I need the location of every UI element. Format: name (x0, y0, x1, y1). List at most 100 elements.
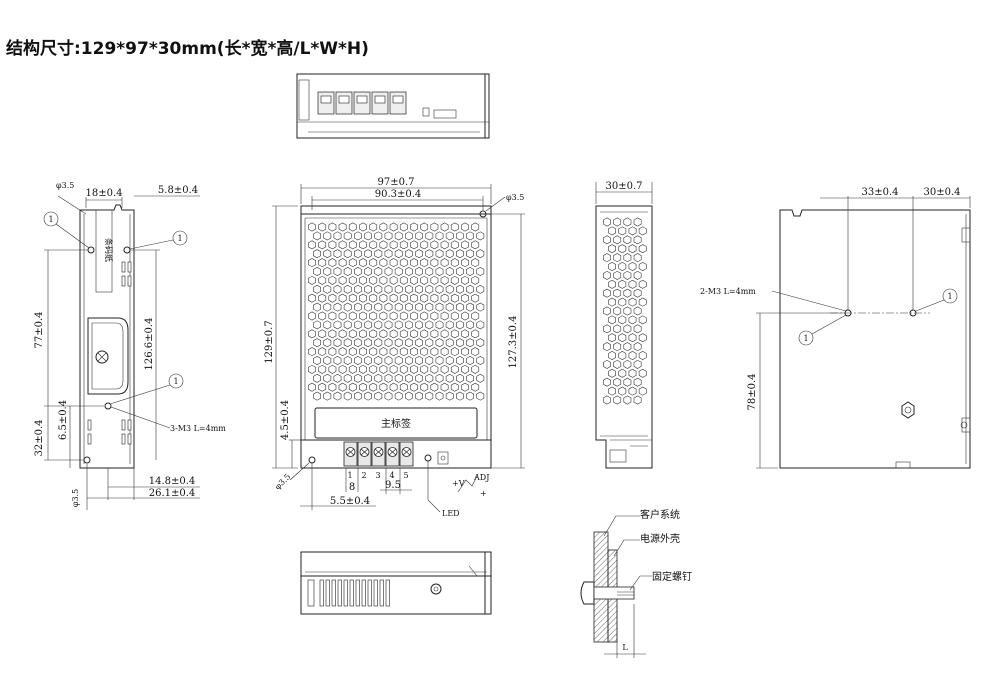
side-vent-hole (623, 395, 632, 405)
side-vent-hole (638, 262, 647, 271)
bottom-slot (349, 579, 354, 607)
vent-slot (127, 419, 132, 431)
vent-hole (466, 231, 475, 241)
vent-hole (461, 347, 469, 357)
vent-hole (415, 302, 424, 312)
vent-hole (450, 329, 459, 339)
vent-hole (364, 320, 373, 330)
side-vent-hole (618, 279, 627, 289)
vent-hole (364, 302, 373, 312)
side-vent-hole (623, 306, 632, 316)
vent-hole (364, 249, 373, 259)
vent-hole (369, 311, 378, 321)
vent-hole (394, 338, 403, 348)
side-vent-hole (613, 342, 622, 352)
side-vent-hole (628, 333, 637, 343)
vent-hole (328, 222, 337, 232)
vent-hole (455, 284, 464, 294)
dim-33: 33±0.4 (861, 187, 898, 198)
vent-hole (379, 258, 388, 268)
vent-hole (430, 364, 439, 374)
terminal-block (343, 441, 414, 467)
terminal-screw-slot (388, 448, 397, 456)
vent-hole (308, 240, 316, 250)
vent-hole (461, 382, 469, 392)
vent-slot (87, 419, 92, 431)
vent-hole (328, 329, 337, 339)
side-vent-hole (603, 377, 611, 387)
vent-hole (415, 231, 424, 241)
side-vent-hole (628, 262, 637, 271)
vent-hole (471, 329, 480, 339)
vent-hole (399, 382, 408, 392)
vent-hole (440, 275, 449, 285)
ventilation-holes (308, 222, 485, 401)
vent-hole (399, 258, 408, 268)
plus-v-label: +V (452, 479, 465, 488)
dim-90-3: 90.3±0.4 (375, 189, 422, 200)
vent-hole (369, 293, 378, 303)
vent-hole (445, 284, 454, 294)
vent-hole (318, 311, 327, 321)
vent-slot (87, 433, 92, 445)
vent-hole (471, 240, 480, 250)
vent-hole (450, 364, 459, 374)
side-vent-hole (633, 395, 642, 405)
vent-hole (476, 249, 485, 259)
main-label: 主标签 (381, 417, 411, 430)
vent-hole (353, 320, 362, 330)
vent-hole (461, 222, 469, 232)
side-vent-hole (633, 270, 642, 280)
vent-hole (399, 240, 408, 250)
vent-hole (338, 240, 347, 250)
side-vent-hole (608, 279, 617, 289)
vent-hole (420, 364, 429, 374)
side-vent-hole (603, 359, 611, 369)
vent-hole (455, 373, 464, 383)
dim-hole-bottom: φ3.5 (71, 489, 80, 507)
vent-hole (359, 293, 367, 303)
vent-hole (394, 391, 403, 401)
vent-hole (328, 347, 337, 357)
vent-hole (415, 249, 424, 259)
vent-hole (389, 329, 398, 339)
vent-hole (445, 391, 454, 401)
vent-hole (353, 249, 362, 259)
vent-hole (369, 382, 378, 392)
bottom-slot (325, 579, 330, 607)
vent-hole (420, 347, 429, 357)
side-vent-hole (633, 324, 642, 334)
vent-hole (415, 356, 424, 365)
vent-hole (471, 347, 480, 357)
vent-hole (435, 302, 444, 312)
dim-78: 78±0.4 (747, 373, 758, 410)
vent-hole (410, 382, 418, 392)
vent-hole (389, 347, 398, 357)
vent-hole (374, 302, 383, 312)
vent-hole (404, 356, 413, 365)
vent-hole (348, 311, 357, 321)
top-terminal-opening (320, 95, 332, 104)
side-vent-hole (623, 270, 632, 280)
vent-hole (450, 240, 459, 250)
vent-hole (343, 320, 352, 330)
vent-hole (318, 222, 327, 232)
vent-hole (318, 347, 327, 357)
psu-case-label: 电源外壳 (640, 532, 680, 545)
side-vent-hole (603, 324, 611, 334)
side-vent-hole (618, 262, 627, 271)
dim-4-5: 4.5±0.4 (280, 400, 291, 440)
side-vent-hole (638, 244, 647, 254)
vent-hole (328, 258, 337, 268)
vent-hole (318, 329, 327, 339)
mounting-hole-upper-right (123, 246, 131, 254)
vent-hole (389, 222, 398, 232)
top-terminal-opening (356, 95, 368, 104)
vent-hole (404, 373, 413, 383)
vent-hole (353, 302, 362, 312)
vent-hole (348, 293, 357, 303)
top-terminal-opening (374, 95, 386, 104)
vent-hole (313, 231, 322, 241)
side-vent-hole (603, 253, 611, 263)
